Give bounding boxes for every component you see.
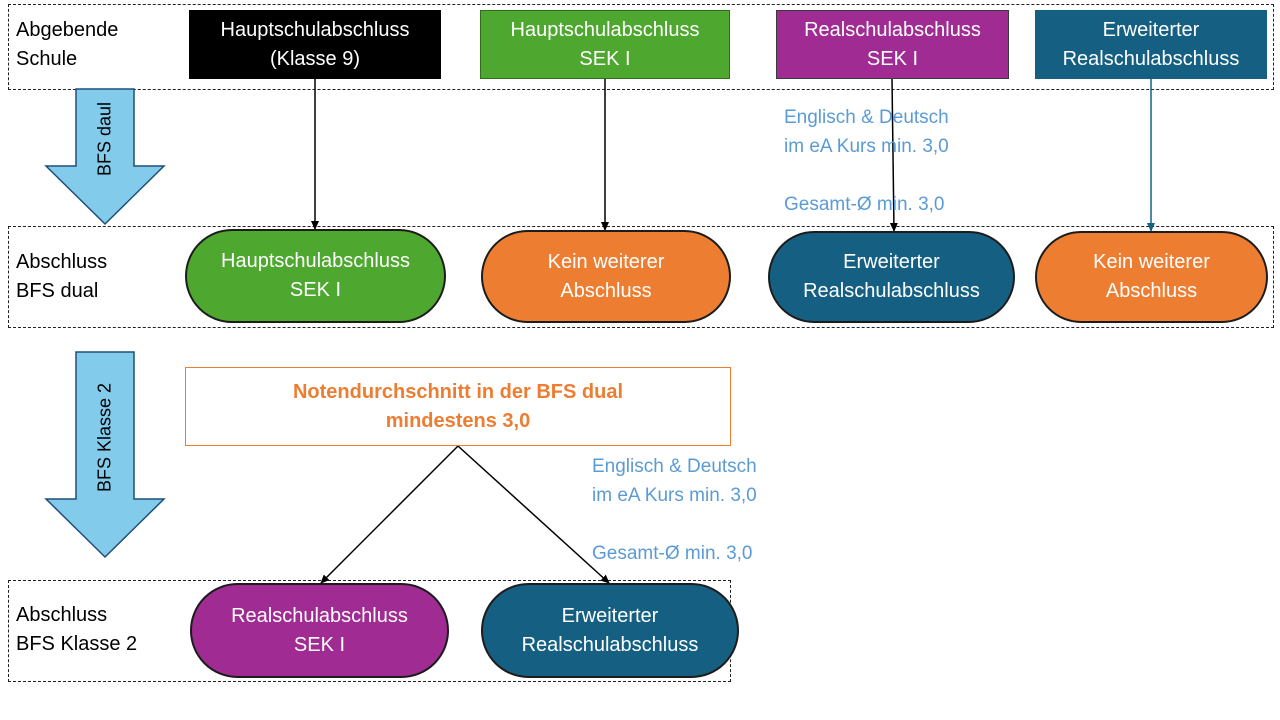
row-label-klasse2: Abschluss BFS Klasse 2 <box>16 604 138 655</box>
connector-rs-to-err <box>889 78 898 232</box>
bfs-klasse2-block-arrow <box>44 351 166 559</box>
dual-result-kein-abschluss-2: Kein weiterer Abschluss <box>1035 231 1268 323</box>
connector-cond-to-err <box>457 445 610 584</box>
row-label-dual: Abschluss BFS dual <box>16 251 108 302</box>
requirement-note-bottom: Englisch & Deutsch im eA Kurs min. 3,0 G… <box>592 456 757 564</box>
source-box-realschul-sek1: Realschulabschluss SEK I <box>776 10 1009 79</box>
source-box-erweiterter-realschul: Erweiterter Realschulabschluss <box>1035 10 1267 79</box>
k2-result-erweiterter-realschul: Erweiterter Realschulabschluss <box>481 583 739 678</box>
bfs-dual-arrow-label: BFS daul <box>94 101 115 177</box>
requirement-note-top: Englisch & Deutsch im eA Kurs min. 3,0 G… <box>784 107 949 215</box>
dual-result-erweiterter-realschul: Erweiterter Realschulabschluss <box>768 231 1015 323</box>
source-box-hauptschul-sek1: Hauptschulabschluss SEK I <box>480 10 730 79</box>
bfs-dual-block-arrow <box>44 88 166 226</box>
source-box-hauptschul-klasse9: Hauptschulabschluss (Klasse 9) <box>189 10 441 79</box>
row-label-source: Abgebende Schule <box>16 19 119 70</box>
connector-cond-to-rs <box>320 445 459 584</box>
dual-result-kein-abschluss-1: Kein weiterer Abschluss <box>481 230 731 323</box>
source-row-band <box>8 4 1274 90</box>
k2-result-realschul-sek1: Realschulabschluss SEK I <box>190 583 449 678</box>
condition-box: Notendurchschnitt in der BFS dual mindes… <box>185 367 731 446</box>
dual-row-band <box>8 226 1274 328</box>
bfs-klasse2-arrow-label: BFS Klasse 2 <box>94 382 115 492</box>
dual-result-hauptschul-sek1: Hauptschulabschluss SEK I <box>185 229 446 323</box>
